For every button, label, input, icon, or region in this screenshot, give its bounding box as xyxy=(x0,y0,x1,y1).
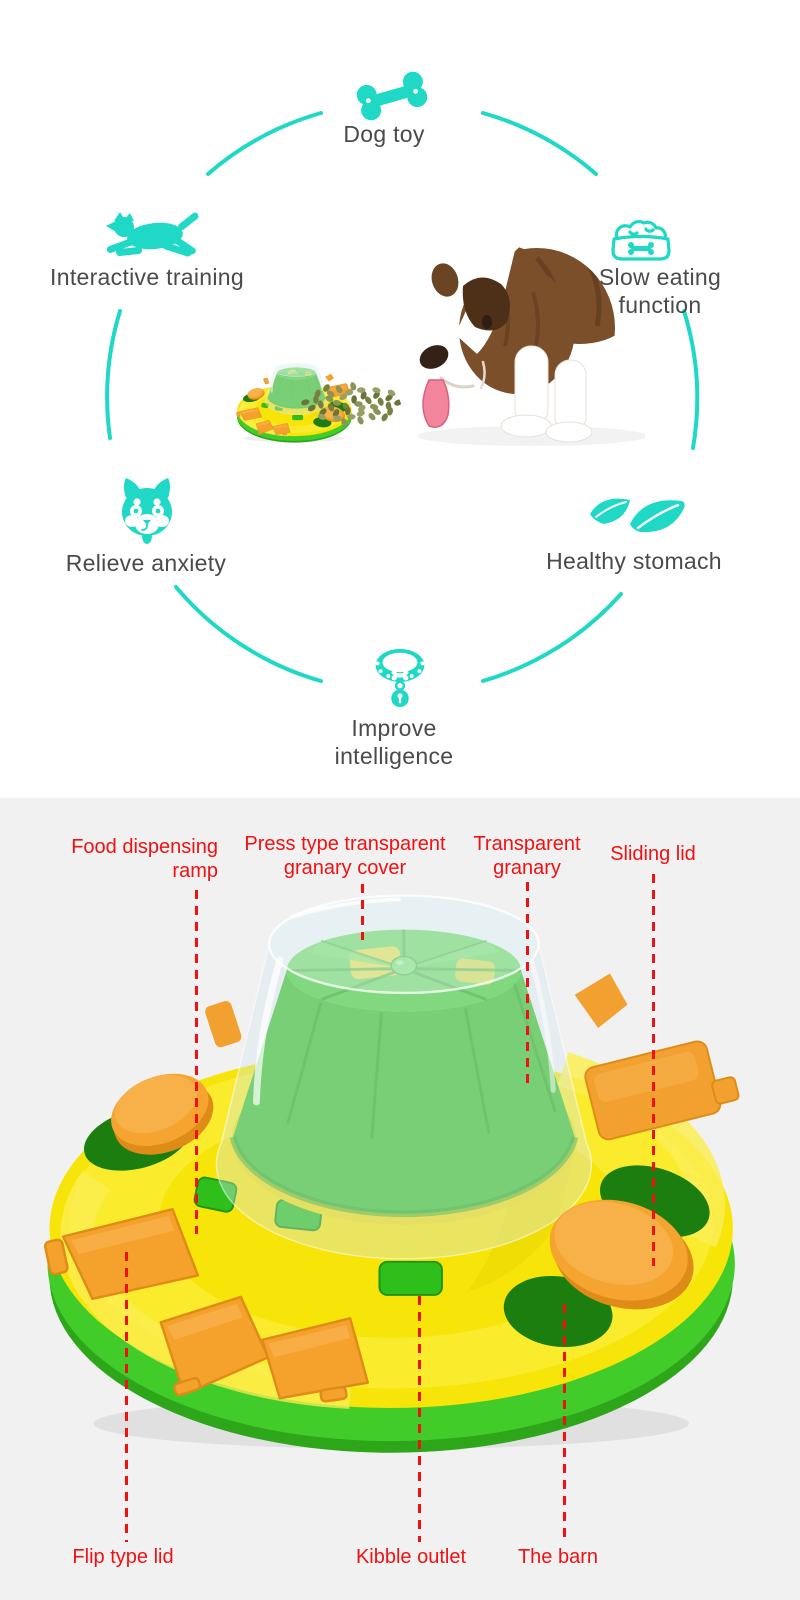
bulldog xyxy=(397,244,645,446)
leader-line-sliding-lid xyxy=(652,874,655,1266)
annotated-section xyxy=(0,798,800,1600)
dog-tongue xyxy=(422,379,450,428)
leader-line-food-ramp xyxy=(195,890,198,1234)
leader-line-barn xyxy=(563,1304,566,1542)
puzzle-feeder-large xyxy=(28,878,770,1482)
dog-face-icon xyxy=(114,474,180,546)
dog-nose xyxy=(419,345,449,369)
feature-label-healthy-stomach: Healthy stomach xyxy=(546,548,722,574)
feature-label-improve-intelligence: Improve intelligence xyxy=(334,715,454,769)
bone-icon xyxy=(350,70,434,122)
feature-label-slow-eating: Slow eating function xyxy=(598,264,722,318)
leader-line-kibble-outlet xyxy=(418,1296,421,1542)
annotation-transparent-granary: Transparent granary xyxy=(473,833,581,879)
leaves-icon xyxy=(584,488,694,540)
running-dog-icon xyxy=(100,208,202,266)
annotation-flip-type-lid: Flip type lid xyxy=(72,1546,174,1568)
feature-label-interactive-training: Interactive training xyxy=(50,264,244,290)
dog-ear-2 xyxy=(431,263,459,297)
hero-section: Dog toy Interactive training Slow eating… xyxy=(0,0,800,798)
annotation-press-type-cover: Press type transparent granary cover xyxy=(244,833,446,879)
dog-front-legs xyxy=(500,345,593,443)
kibble-in-dome xyxy=(301,382,403,427)
dog-ear xyxy=(462,277,510,331)
annotation-kibble-outlet: Kibble outlet xyxy=(355,1546,467,1568)
product-photo xyxy=(225,244,645,538)
annotation-food-dispensing-ramp: Food dispensing ramp xyxy=(71,836,218,882)
feature-label-dog-toy: Dog toy xyxy=(343,121,425,147)
leader-line-flip-lid xyxy=(125,1252,128,1542)
feature-circle xyxy=(105,111,700,683)
collar-icon xyxy=(368,644,432,710)
annotation-the-barn: The barn xyxy=(517,1546,599,1568)
circle-arcs xyxy=(105,111,700,683)
annotation-sliding-lid: Sliding lid xyxy=(610,843,696,865)
dog-eye xyxy=(482,315,492,329)
feature-label-relieve-anxiety: Relieve anxiety xyxy=(65,550,227,576)
leader-line-press-cover xyxy=(361,884,364,940)
leader-line-transparent-granary xyxy=(526,882,529,1086)
food-bowl-icon xyxy=(606,212,676,266)
